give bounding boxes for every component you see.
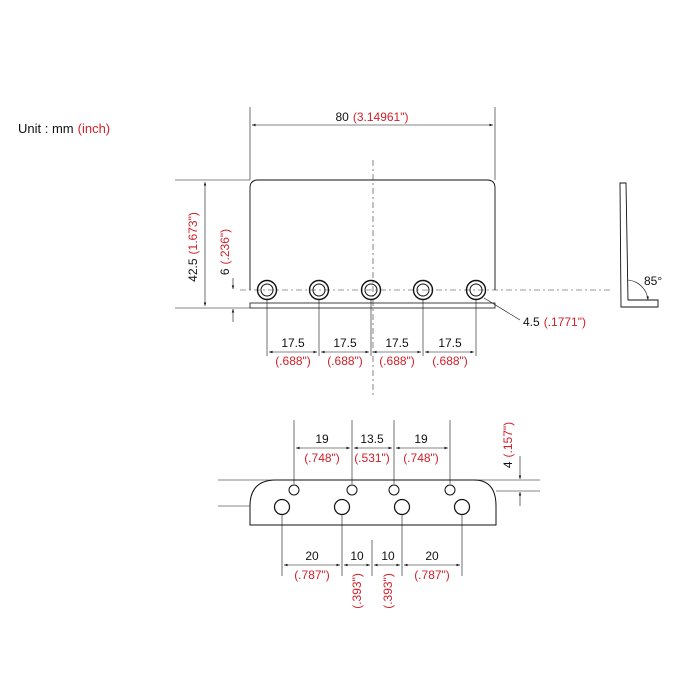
top-spacing-inch: (.748") <box>304 451 340 465</box>
bottom-spacing-inch: (.393") <box>381 573 395 609</box>
unit-label: Unit : mm(inch) <box>18 121 110 136</box>
side-view: 85° <box>619 182 662 308</box>
side-profile <box>619 182 659 308</box>
spacing-inch: (.688") <box>432 354 468 368</box>
top-view: 80(3.14961") 42.5(1.673") 6(.236") 4.5(.… <box>175 107 610 395</box>
top-spacing-mm: 19 <box>414 432 428 446</box>
hole-diameter-leader <box>483 297 521 321</box>
bottom-spacing-inch: (.787") <box>414 568 450 582</box>
angle-arc <box>627 279 649 301</box>
spacing-mm: 17.5 <box>333 336 357 350</box>
spacing-mm: 17.5 <box>438 336 462 350</box>
row-offset-label: 4(.157") <box>501 422 515 468</box>
spacing-inch: (.688") <box>327 354 363 368</box>
bottom-spacing-mm: 10 <box>381 549 395 563</box>
height-label: 42.5(1.673") <box>186 212 200 282</box>
mounting-hole-large <box>333 498 351 516</box>
bottom-spacing-mm: 20 <box>305 549 319 563</box>
spacing-mm: 17.5 <box>281 336 305 350</box>
top-spacing-mm: 13.5 <box>360 432 384 446</box>
spacing-inch: (.688") <box>379 354 415 368</box>
string-hole <box>256 279 278 301</box>
hole-offset-label: 6(.236") <box>218 229 232 275</box>
string-hole <box>360 279 382 301</box>
string-hole <box>308 279 330 301</box>
mount-plate-outline <box>249 479 497 526</box>
string-hole <box>412 279 434 301</box>
bottom-spacing-mm: 20 <box>425 549 439 563</box>
top-spacing-mm: 19 <box>315 432 329 446</box>
mounting-hole-large <box>453 498 471 516</box>
string-hole <box>465 279 487 301</box>
mounting-hole-large <box>273 498 291 516</box>
plate-outline <box>249 179 496 290</box>
hole-diameter-label: 4.5(.1771") <box>523 315 586 329</box>
bottom-spacing-inch: (.393") <box>350 573 364 609</box>
plate-edge <box>249 302 496 309</box>
top-spacing-inch: (.531") <box>354 451 390 465</box>
angle-label: 85° <box>644 274 662 288</box>
top-spacing-inch: (.748") <box>403 451 439 465</box>
mounting-hole-small <box>444 484 456 496</box>
mounting-hole-small <box>288 484 300 496</box>
string-holes <box>256 279 487 301</box>
mounting-hole-small <box>346 484 358 496</box>
bottom-view: 19 (.748") 13.5 (.531") 19 (.748") 4(.15… <box>218 420 540 609</box>
bottom-spacing-inch: (.787") <box>294 568 330 582</box>
spacing-mm: 17.5 <box>385 336 409 350</box>
overall-width-label: 80(3.14961") <box>336 110 409 124</box>
mounting-hole-small <box>388 484 400 496</box>
mounting-hole-large <box>393 498 411 516</box>
spacing-inch: (.688") <box>275 354 311 368</box>
bottom-spacing-mm: 10 <box>350 549 364 563</box>
